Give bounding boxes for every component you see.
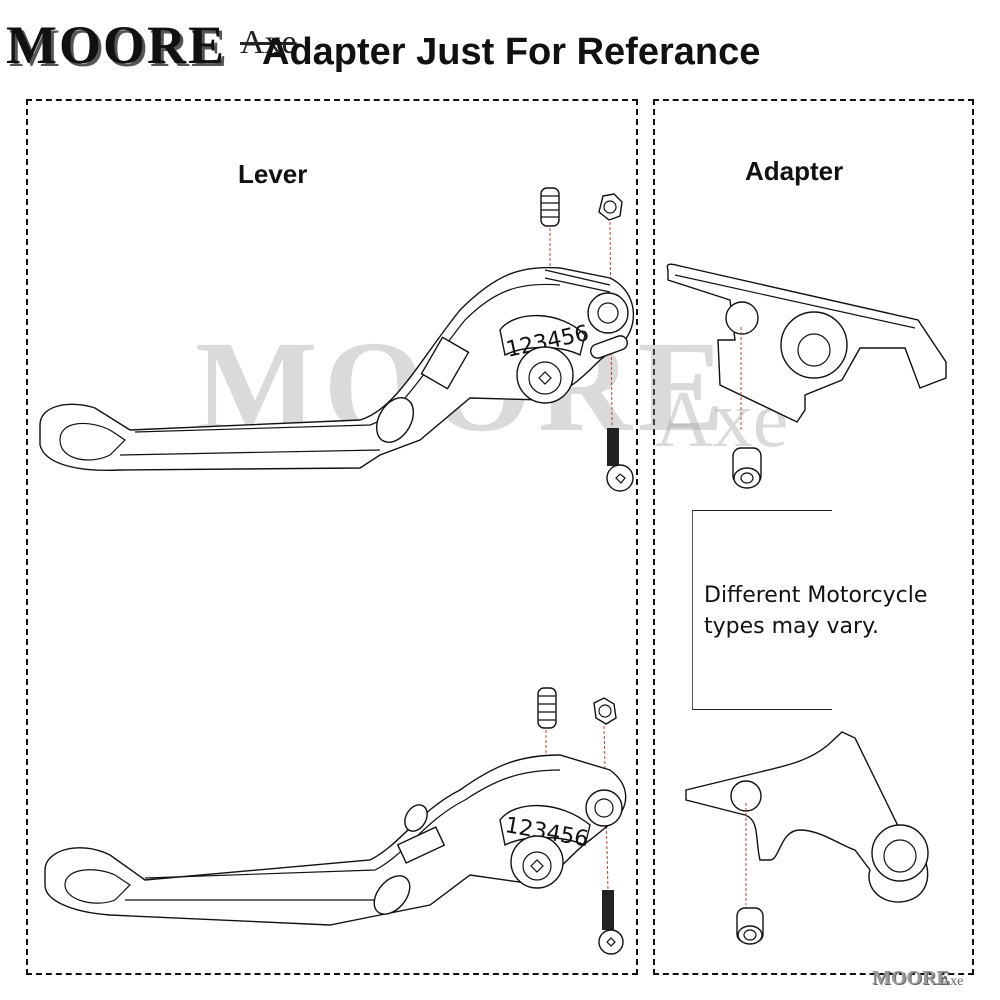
brand-logo-suffix: Axe [240, 24, 297, 61]
note-line-2: types may vary. [704, 614, 879, 639]
brand-logo: MOORE [6, 15, 226, 75]
spring-icon [537, 687, 557, 729]
spacer-icon [736, 907, 764, 945]
footer-logo-suffix: Axe [940, 974, 964, 989]
adapter-top-drawing [666, 263, 947, 489]
bolt-icon [598, 890, 624, 955]
lever-panel-label: Lever [238, 159, 308, 189]
spring-icon [540, 187, 560, 227]
spacer-icon [732, 447, 762, 489]
lever-bottom-drawing: 123456 [44, 687, 627, 955]
note-text: Different Motorcycle types may vary. [704, 580, 927, 642]
adapter-bottom-drawing [685, 731, 929, 945]
nut-icon [593, 697, 617, 725]
lever-top-drawing: 123456 [39, 187, 635, 492]
nut-icon [598, 193, 623, 221]
page-title: Adapter Just For Referance [262, 31, 761, 73]
footer-logo: MOORE [872, 967, 950, 989]
note-bracket [692, 510, 832, 710]
adapter-panel [653, 99, 974, 975]
lever-panel [26, 99, 638, 975]
note-line-1: Different Motorcycle [704, 583, 928, 608]
adapter-panel-label: Adapter [745, 156, 844, 186]
bolt-icon [606, 428, 634, 492]
